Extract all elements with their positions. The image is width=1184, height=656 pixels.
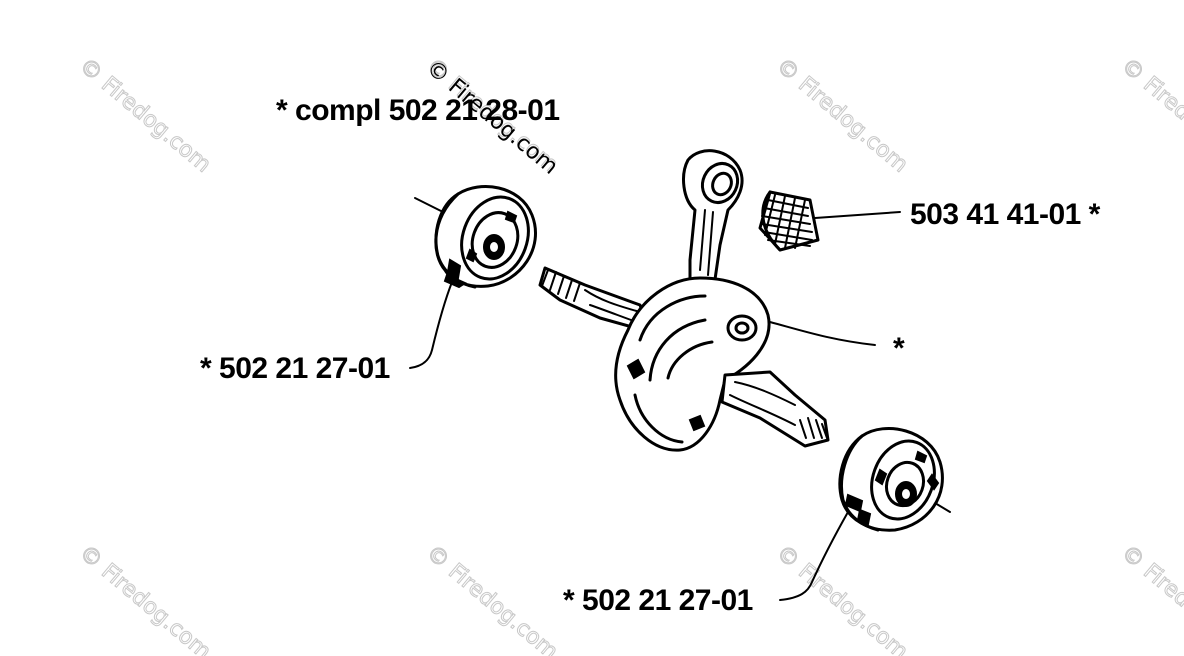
needle-bearing-leader: [814, 211, 901, 219]
left-bearing-leader: [409, 281, 453, 369]
needle-bearing: [758, 190, 820, 252]
left-bearing-part-number: * 502 21 27-01: [200, 352, 390, 385]
right-bearing-part-number: * 502 21 27-01: [563, 584, 753, 617]
watermark-4: © Firedog.com: [1116, 53, 1184, 177]
watermark-5: © Firedog.com: [74, 540, 215, 656]
crank-note-asterisk: *: [893, 332, 905, 365]
watermark-1: © Firedog.com: [74, 53, 215, 177]
assembly-part-number: * compl 502 21 28-01: [276, 94, 560, 127]
crank-note-leader: [769, 321, 876, 346]
needle-bearing-part-number: 503 41 41-01 *: [910, 198, 1101, 231]
left-ball-bearing: [414, 185, 538, 289]
right-ball-bearing: [838, 427, 951, 532]
watermark-8: © Firedog.com: [1116, 540, 1184, 656]
watermark-6: © Firedog.com: [421, 540, 562, 656]
crankshaft: [538, 149, 830, 452]
watermark-3: © Firedog.com: [771, 53, 912, 177]
right-bearing-leader: [779, 511, 849, 601]
